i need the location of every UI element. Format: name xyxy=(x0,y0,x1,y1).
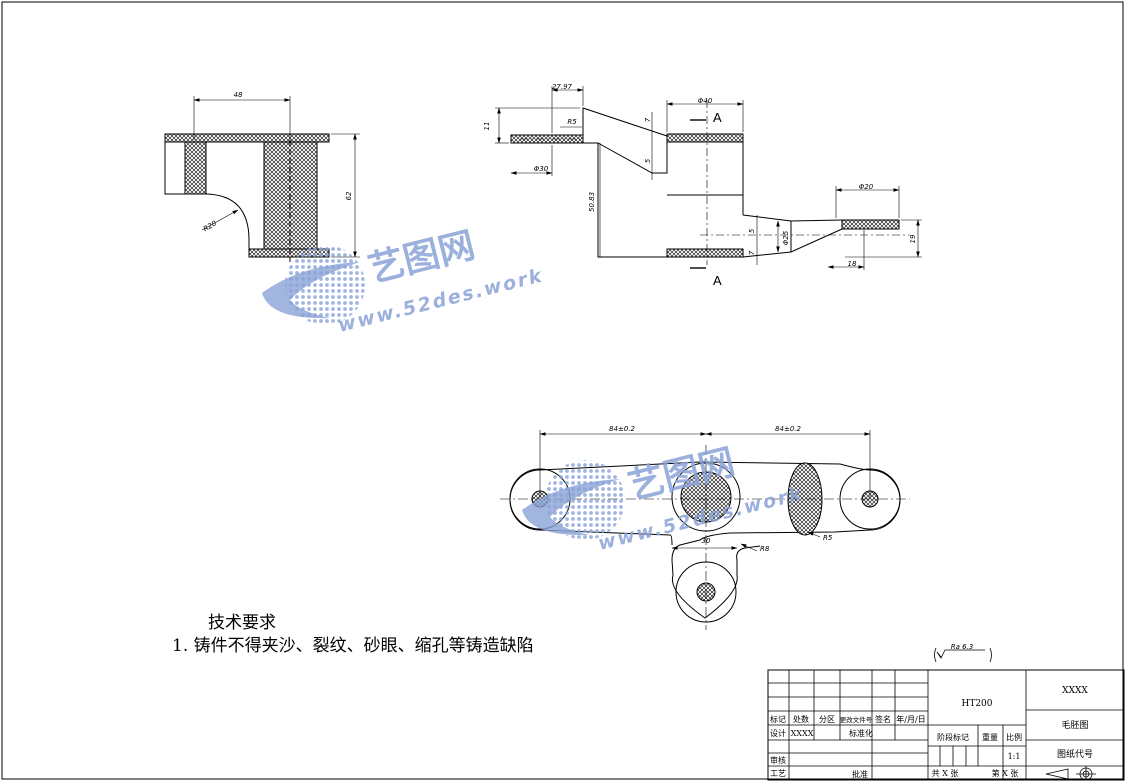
projection-symbol xyxy=(1045,766,1096,781)
tb-header-date: 年/月/日 xyxy=(896,714,925,724)
watermark-cn-top: 艺图网 xyxy=(364,225,479,291)
dim-five-a: 5 xyxy=(644,158,652,163)
dim-front-radius: R20 xyxy=(202,219,218,233)
front-view xyxy=(164,96,360,262)
tb-review: 审核 xyxy=(770,755,786,765)
dim-seven-a: 7 xyxy=(644,117,652,122)
tb-scale-label: 比例 xyxy=(1006,732,1022,742)
dim-right-length: 18 xyxy=(848,260,857,268)
dim-five-b: 5 xyxy=(748,228,756,233)
dim-left-height: 11 xyxy=(483,122,491,131)
tb-header-sign: 签名 xyxy=(875,714,891,724)
section-view xyxy=(495,86,922,270)
dim-taper-dia: Φ25 xyxy=(782,230,790,245)
section-label-bottom: A xyxy=(713,273,722,288)
title-block xyxy=(767,669,1125,781)
section-label-top: A xyxy=(713,110,722,125)
dim-front-height: 62 xyxy=(345,191,353,200)
tb-header-count: 处数 xyxy=(793,714,809,724)
dim-plan-left-span: 84±0.2 xyxy=(609,425,635,433)
dim-top-offset: 27.97 xyxy=(552,83,573,91)
dim-bore-dia: Φ40 xyxy=(698,97,713,105)
tb-sheet-total: 共 X 张 xyxy=(932,769,959,778)
tb-material: HT200 xyxy=(961,699,992,709)
tb-scale: 1:1 xyxy=(1008,752,1021,761)
surface-finish-symbol xyxy=(934,647,992,663)
dim-right-dia: Φ20 xyxy=(859,183,874,191)
tb-header-zone: 分区 xyxy=(819,715,835,724)
tb-weight: 重量 xyxy=(982,732,998,742)
surface-finish-value: Ra 6.3 xyxy=(951,643,974,651)
tb-header-change-doc: 更改文件号 xyxy=(840,715,873,724)
dim-plan-hub-width: 30 xyxy=(702,537,711,545)
dim-plan-radius-arm: R5 xyxy=(823,534,833,542)
tb-sheet-no: 第 X 张 xyxy=(992,768,1019,778)
tb-company: XXXX xyxy=(1062,686,1088,696)
tech-requirements-title: 技术要求 xyxy=(208,613,276,633)
dim-front-width: 48 xyxy=(234,91,243,99)
dim-plan-radius-hub: R8 xyxy=(760,545,770,553)
tb-process: 工艺 xyxy=(770,769,786,778)
dim-right-height: 19 xyxy=(909,234,917,243)
tech-requirement-item: 1. 铸件不得夹沙、裂纹、砂眼、缩孔等铸造缺陷 xyxy=(172,636,534,656)
dim-radius-top: R5 xyxy=(567,118,577,126)
tb-stage-mark: 阶段标记 xyxy=(937,732,969,742)
watermark-url-top: www.52des.work xyxy=(336,265,546,337)
tb-part-name: 毛胚图 xyxy=(1061,719,1088,731)
tb-approve: 批准 xyxy=(852,769,868,779)
dim-left-width: Φ30 xyxy=(534,165,549,173)
tb-header-mark: 标记 xyxy=(770,714,786,724)
dim-seven-b: 7 xyxy=(748,250,756,255)
tb-design: 设计 xyxy=(770,728,786,738)
dim-plan-right-span: 84±0.2 xyxy=(775,425,801,433)
tb-standardize: 标准化 xyxy=(849,728,873,738)
dim-web-height: 50.83 xyxy=(588,192,596,212)
tb-designer: XXXX xyxy=(791,729,814,738)
tb-drawing-no-label: 图纸代号 xyxy=(1057,748,1093,760)
watermark-bottom: 艺图网 www.52des.work xyxy=(522,442,806,555)
